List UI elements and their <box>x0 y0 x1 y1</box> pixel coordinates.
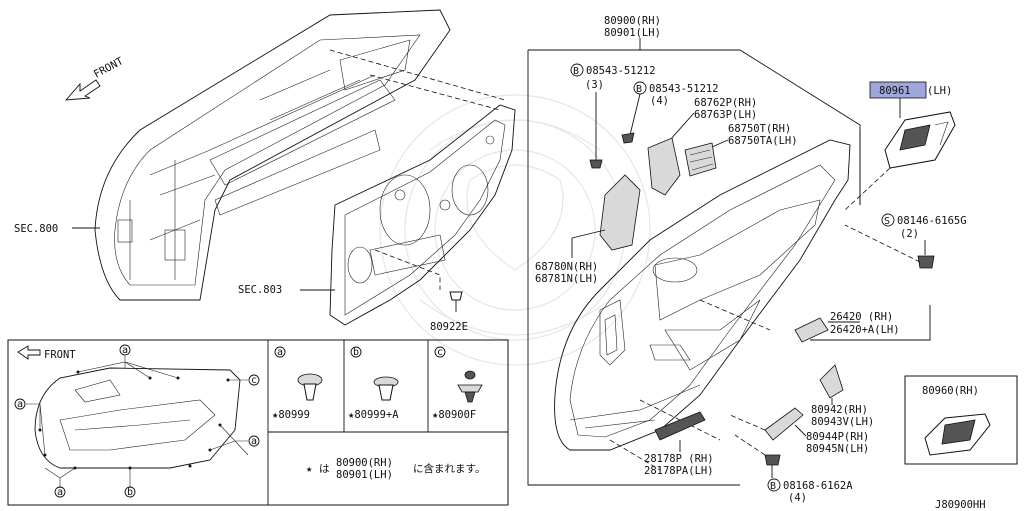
p08168-label: 08168-6162A <box>783 480 853 492</box>
screw-08168: B 08168-6162A (4) <box>734 434 853 504</box>
p80901-label: 80901(LH) <box>604 27 661 39</box>
clip-a-label: ★80999 <box>272 409 310 421</box>
clip-c-circle: c <box>437 347 443 358</box>
legend-c-1: c <box>251 375 257 386</box>
p08543a-label: 08543-51212 <box>586 65 656 77</box>
bracket-68762: 68762P(RH) 68763P(LH) 68750T(RH) 68750TA… <box>647 97 798 196</box>
p68780-label: 68780N(RH) <box>535 261 598 273</box>
legend-a-1: a <box>122 345 128 356</box>
legend-a-2: a <box>17 399 23 410</box>
s-circle: S <box>884 216 890 227</box>
p68763-label: 68763P(LH) <box>694 109 757 121</box>
door-inner-panel: SEC.803 80922E <box>238 104 516 333</box>
note-star: ★ <box>306 463 313 475</box>
note-80901: 80901(LH) <box>336 469 393 481</box>
clip-a-circle: a <box>277 347 283 358</box>
p28178a-label: 28178PA(LH) <box>644 465 714 477</box>
note-80900: 80900(RH) <box>336 457 393 469</box>
p80943-label: 80943V(LH) <box>811 416 874 428</box>
p08543b-label: 08543-51212 <box>649 83 719 95</box>
cover-68780: 68780N(RH) 68781N(LH) <box>535 174 641 285</box>
p28178-label: 28178P (RH) <box>644 453 714 465</box>
p26420a-label: 26420+A(LH) <box>830 324 900 336</box>
p08168-qty: (4) <box>788 492 807 504</box>
p80944-label: 80944P(RH) <box>806 431 869 443</box>
inset-80960: 80960(RH) <box>904 375 1018 465</box>
legend-a-4: a <box>251 436 257 447</box>
p68781-label: 68781N(LH) <box>535 273 598 285</box>
p26420-label: 26420 (RH) <box>830 311 893 323</box>
front-arrow: FRONT <box>64 55 126 101</box>
legend-a-3: a <box>57 487 63 498</box>
lamp-26420: 26420 (RH) 26420+A(LH) <box>794 130 931 343</box>
p80961-highlight <box>869 81 927 99</box>
sec-803-label: SEC.803 <box>238 284 282 296</box>
p80945-label: 80945N(LH) <box>806 443 869 455</box>
p68750a-label: 68750TA(LH) <box>728 135 798 147</box>
b-circle-1: B <box>573 66 579 77</box>
trim-group: 80900(RH) 80901(LH) <box>527 15 861 486</box>
b-circle-3: B <box>770 481 776 492</box>
sec-800-label: SEC.800 <box>14 223 58 235</box>
screw-08543-group: B 08543-51212 (3) B 08543-51212 (4) <box>570 63 719 169</box>
diagram-code: J80900HH <box>935 499 986 511</box>
p08543b-qty: (4) <box>650 95 669 107</box>
p80961-label: 80961 <box>879 85 911 97</box>
note-wa: は <box>319 463 330 475</box>
b-circle-2: B <box>636 84 642 95</box>
p68750-label: 68750T(RH) <box>728 123 791 135</box>
clip-b-label: ★80999+A <box>348 409 399 421</box>
front-label: FRONT <box>92 55 126 81</box>
watermark <box>379 94 651 366</box>
p68762-label: 68762P(RH) <box>694 97 757 109</box>
plate-28178: 28178P (RH) 28178PA(LH) <box>644 411 714 477</box>
p08543a-qty: (3) <box>585 79 604 91</box>
p80942-label: 80942(RH) <box>811 404 868 416</box>
legend-b-1: b <box>127 487 133 498</box>
p08146-label: 08146-6165G <box>897 215 967 227</box>
pull-80944: 80944P(RH) 80945N(LH) <box>729 407 869 455</box>
legend-front-label: FRONT <box>44 349 76 361</box>
p80900-label: 80900(RH) <box>604 15 661 27</box>
finisher-80942: 80942(RH) 80943V(LH) <box>811 364 874 428</box>
switch-80961: 80961 (LH) <box>844 81 956 211</box>
legend-box: FRONT a a a b c a a ★80999 b <box>7 339 509 506</box>
clip-b-circle: b <box>353 347 359 358</box>
legend-dots <box>38 370 230 470</box>
p08146-qty: (2) <box>900 228 919 240</box>
p80922-label: 80922E <box>430 321 468 333</box>
screw-08146: S 08146-6165G (2) <box>844 213 967 269</box>
p80960-label: 80960(RH) <box>922 385 979 397</box>
door-outer-shell: SEC.800 <box>14 9 506 301</box>
clip-c-label: ★80900F <box>432 409 476 421</box>
note-jp: に含まれます。 <box>413 462 485 475</box>
p80961-side: (LH) <box>927 85 952 97</box>
